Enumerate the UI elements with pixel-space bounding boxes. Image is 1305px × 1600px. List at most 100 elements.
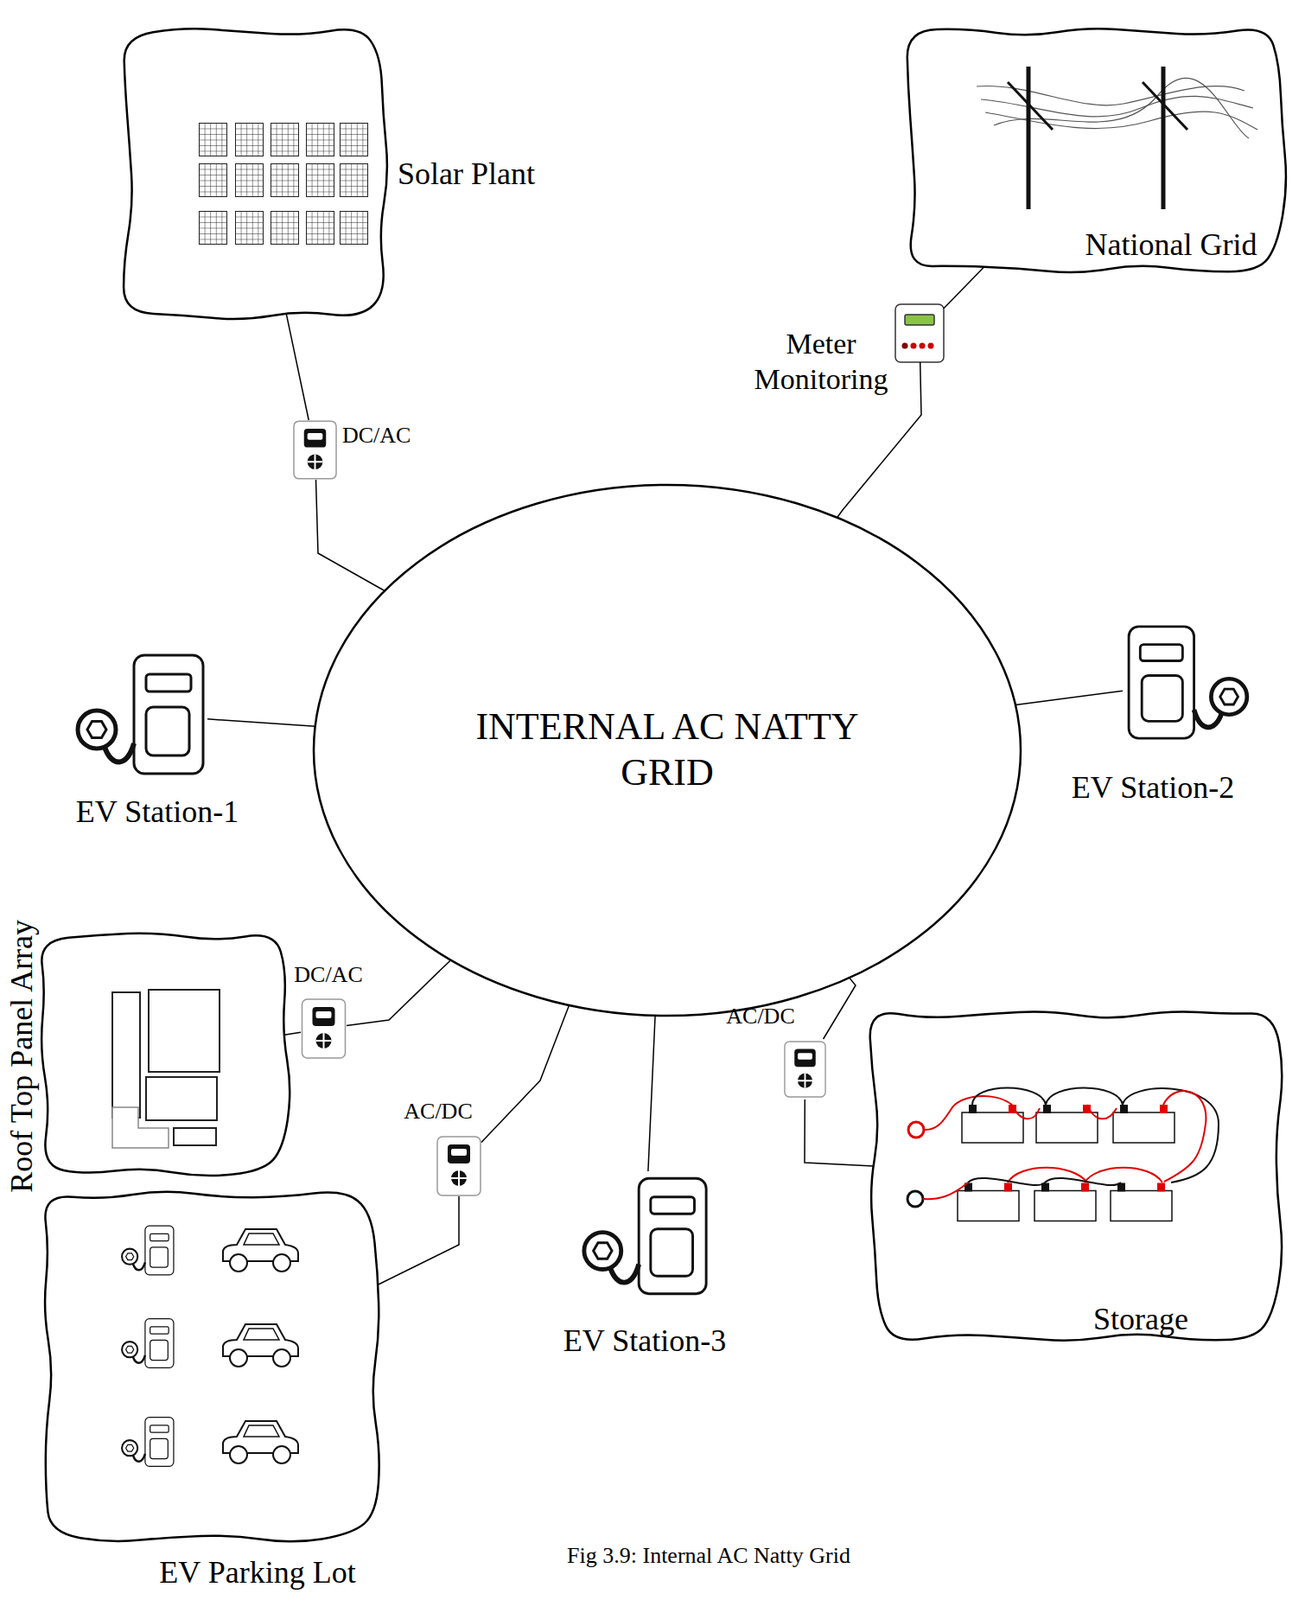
meter-icon-part xyxy=(928,343,935,350)
battery-bank-part xyxy=(923,1167,1163,1199)
label-holder: EV Parking Lot xyxy=(127,1553,388,1592)
parking-chargers-cars-part xyxy=(222,1228,299,1272)
connector-wire xyxy=(286,313,309,421)
power-lines xyxy=(976,66,1258,210)
connector-wire xyxy=(804,1099,874,1166)
converter-box: AC/DC xyxy=(783,1038,827,1100)
label-holder: INTERNAL AC NATTY GRID xyxy=(451,704,884,796)
connector-wire xyxy=(648,1015,656,1172)
rooftop-panels xyxy=(112,989,220,1148)
battery-bank-part xyxy=(1110,1183,1172,1222)
node-label: DC/AC xyxy=(342,421,429,449)
meter-icon-part xyxy=(895,304,944,363)
ev-charger-icons xyxy=(77,626,1248,1294)
ev-charger-icons-part xyxy=(1128,626,1248,739)
battery-bank-part xyxy=(972,1088,1219,1184)
meter-icon-part xyxy=(919,343,926,350)
label-holder: Solar Plant xyxy=(397,155,597,193)
figure-caption: Fig 3.9: Internal AC Natty Grid xyxy=(483,1541,934,1569)
node-label: DC/AC xyxy=(285,961,372,988)
label-holder: Roof Top Panel Array xyxy=(5,865,40,1247)
ev-charger-icons-part xyxy=(584,1177,707,1293)
power-lines-part xyxy=(1142,82,1188,130)
blob-outline xyxy=(123,28,388,319)
battery-bank-part xyxy=(1036,1104,1098,1143)
solar-panels-part xyxy=(340,123,369,157)
node-outline xyxy=(865,1005,1288,1347)
label-holder: AC/DC xyxy=(394,1097,482,1125)
battery-bank-part xyxy=(961,1104,1024,1143)
converter-icons xyxy=(293,420,826,1196)
solar-panels xyxy=(199,123,369,245)
national-grid-region: National Grid xyxy=(903,22,1293,279)
node-label: AC/DC xyxy=(717,1002,804,1030)
converter-icons-part xyxy=(302,999,346,1058)
label-holder: DC/AC xyxy=(285,961,372,988)
solar-panels-part xyxy=(271,123,300,157)
caption-holder: Fig 3.9: Internal AC Natty Grid xyxy=(483,1541,934,1569)
meter-icon-part xyxy=(904,314,935,325)
solar-panels-part xyxy=(340,211,369,245)
rooftop-panels-part xyxy=(112,1107,169,1148)
battery-bank-part xyxy=(957,1183,1019,1222)
grid-ellipse-outline xyxy=(313,484,1021,1016)
solar-panels-part xyxy=(235,164,264,198)
battery-bank-part xyxy=(1012,1104,1117,1119)
ev-station-box: EV Station-2 xyxy=(1122,624,1254,740)
connector-wire xyxy=(316,479,386,592)
node-label: EV Station-3 xyxy=(541,1322,749,1360)
power-lines-part xyxy=(993,77,1249,139)
converter-box: AC/DC xyxy=(436,1135,482,1197)
battery-bank xyxy=(907,1088,1219,1222)
ev-station-box: EV Station-1 xyxy=(73,653,208,776)
grid-ellipse: INTERNAL AC NATTY GRID xyxy=(311,483,1023,1018)
meter-box: Meter Monitoring xyxy=(895,304,944,363)
connector-wire xyxy=(481,1005,570,1143)
node-label: EV Station-1 xyxy=(53,793,261,831)
power-lines-part xyxy=(1026,66,1032,210)
rooftop-region: Roof Top Panel Array xyxy=(35,926,296,1182)
battery-bank-part xyxy=(907,1190,924,1207)
node-label: National Grid xyxy=(1063,226,1280,264)
parking-chargers-cars-part xyxy=(121,1417,174,1467)
solar-panels-part xyxy=(235,211,264,245)
power-lines-part xyxy=(980,95,1254,117)
node-outline xyxy=(311,483,1023,1018)
node-label: EV Station-2 xyxy=(1049,769,1257,807)
converter-box: DC/AC xyxy=(300,998,347,1059)
battery-bank-part xyxy=(908,1121,924,1138)
blob-outline xyxy=(907,28,1286,273)
solar-panels-part xyxy=(306,211,335,245)
battery-bank-part xyxy=(1034,1183,1096,1222)
solar-panels-part xyxy=(199,164,228,198)
label-holder: EV Station-2 xyxy=(1049,769,1257,807)
label-holder: National Grid xyxy=(1063,226,1280,264)
solar-panels-part xyxy=(306,123,335,157)
parking-chargers-cars-part xyxy=(121,1318,174,1369)
blob-outline xyxy=(44,1191,380,1542)
connector-wire xyxy=(284,1031,301,1035)
label-holder: Meter Monitoring xyxy=(738,326,904,398)
battery-bank-part xyxy=(1113,1104,1175,1143)
node-outline xyxy=(38,1185,386,1547)
label-holder: Storage xyxy=(1054,1300,1228,1338)
label-holder: DC/AC xyxy=(342,421,429,449)
rooftop-panels-part xyxy=(112,992,141,1118)
node-label: AC/DC xyxy=(394,1097,482,1125)
grid-title: INTERNAL AC NATTY GRID xyxy=(451,704,884,796)
blob-outline xyxy=(41,933,290,1176)
solar-panels-part xyxy=(199,211,228,245)
solar-panels-part xyxy=(235,123,264,157)
battery-bank-part xyxy=(967,1177,1121,1185)
label-holder: EV Station-1 xyxy=(53,793,261,831)
meter-icon-part xyxy=(902,343,909,350)
rooftop-panels-part xyxy=(173,1127,217,1146)
connector-wire xyxy=(943,267,984,309)
power-lines-part xyxy=(985,111,1258,130)
parking-lot-region: EV Parking Lot xyxy=(38,1185,386,1547)
parking-chargers-cars-part xyxy=(222,1324,299,1367)
meter-icon xyxy=(895,304,944,363)
connector-wire xyxy=(207,719,316,727)
converter-icons-part xyxy=(437,1136,481,1196)
